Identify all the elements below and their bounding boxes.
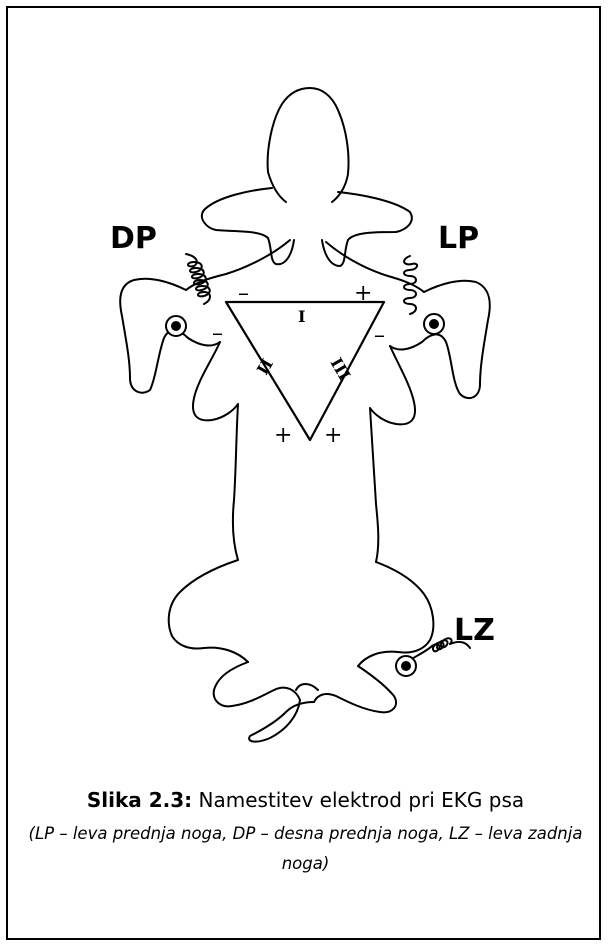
dog-right-ear — [322, 192, 412, 266]
caption-label: Slika 2.3: — [87, 788, 192, 812]
lead-label-ii: II — [253, 356, 277, 378]
dog-left-ear — [202, 188, 294, 264]
caption-note: (LP – leva prednja noga, DP – desna pred… — [20, 819, 591, 879]
dog-hind-right — [358, 562, 433, 666]
dog-torso-left — [193, 342, 238, 560]
lead-label-i: I — [298, 307, 305, 326]
caption-title: Namestitev elektrod pri EKG psa — [192, 788, 524, 812]
dog-torso-right — [370, 346, 415, 562]
polarity-lead2-plus: + — [274, 423, 292, 448]
dog-tail-base — [296, 684, 318, 690]
spring-lz — [410, 638, 452, 660]
dog-hind-left — [169, 560, 248, 662]
polarity-lead3-plus: + — [324, 423, 342, 448]
dog-right-hind-leg — [314, 666, 396, 712]
dog-left-hind-leg — [214, 662, 300, 706]
polarity-lead3-minus: – — [374, 323, 385, 348]
label-dp: DP — [110, 221, 157, 256]
dog-tail — [249, 700, 314, 742]
dog-head-left-side — [268, 172, 286, 202]
dog-head — [268, 88, 349, 202]
label-lz: LZ — [454, 613, 495, 648]
caption-title-line: Slika 2.3: Namestitev elektrod pri EKG p… — [20, 785, 591, 815]
electrode-lp — [424, 314, 444, 334]
polarity-lead1-plus: + — [354, 281, 372, 306]
polarity-lead1-minus: – — [238, 281, 249, 306]
spring-dp — [186, 254, 210, 304]
dog-ecg-diagram: DP LP LZ – + – – + + I II III — [0, 0, 611, 760]
electrode-dp — [166, 316, 186, 336]
lead-label-iii: III — [327, 355, 355, 384]
electrode-lz — [396, 656, 416, 676]
figure-caption: Slika 2.3: Namestitev elektrod pri EKG p… — [20, 785, 591, 879]
polarity-lead2-minus: – — [212, 321, 223, 346]
label-lp: LP — [438, 221, 479, 256]
